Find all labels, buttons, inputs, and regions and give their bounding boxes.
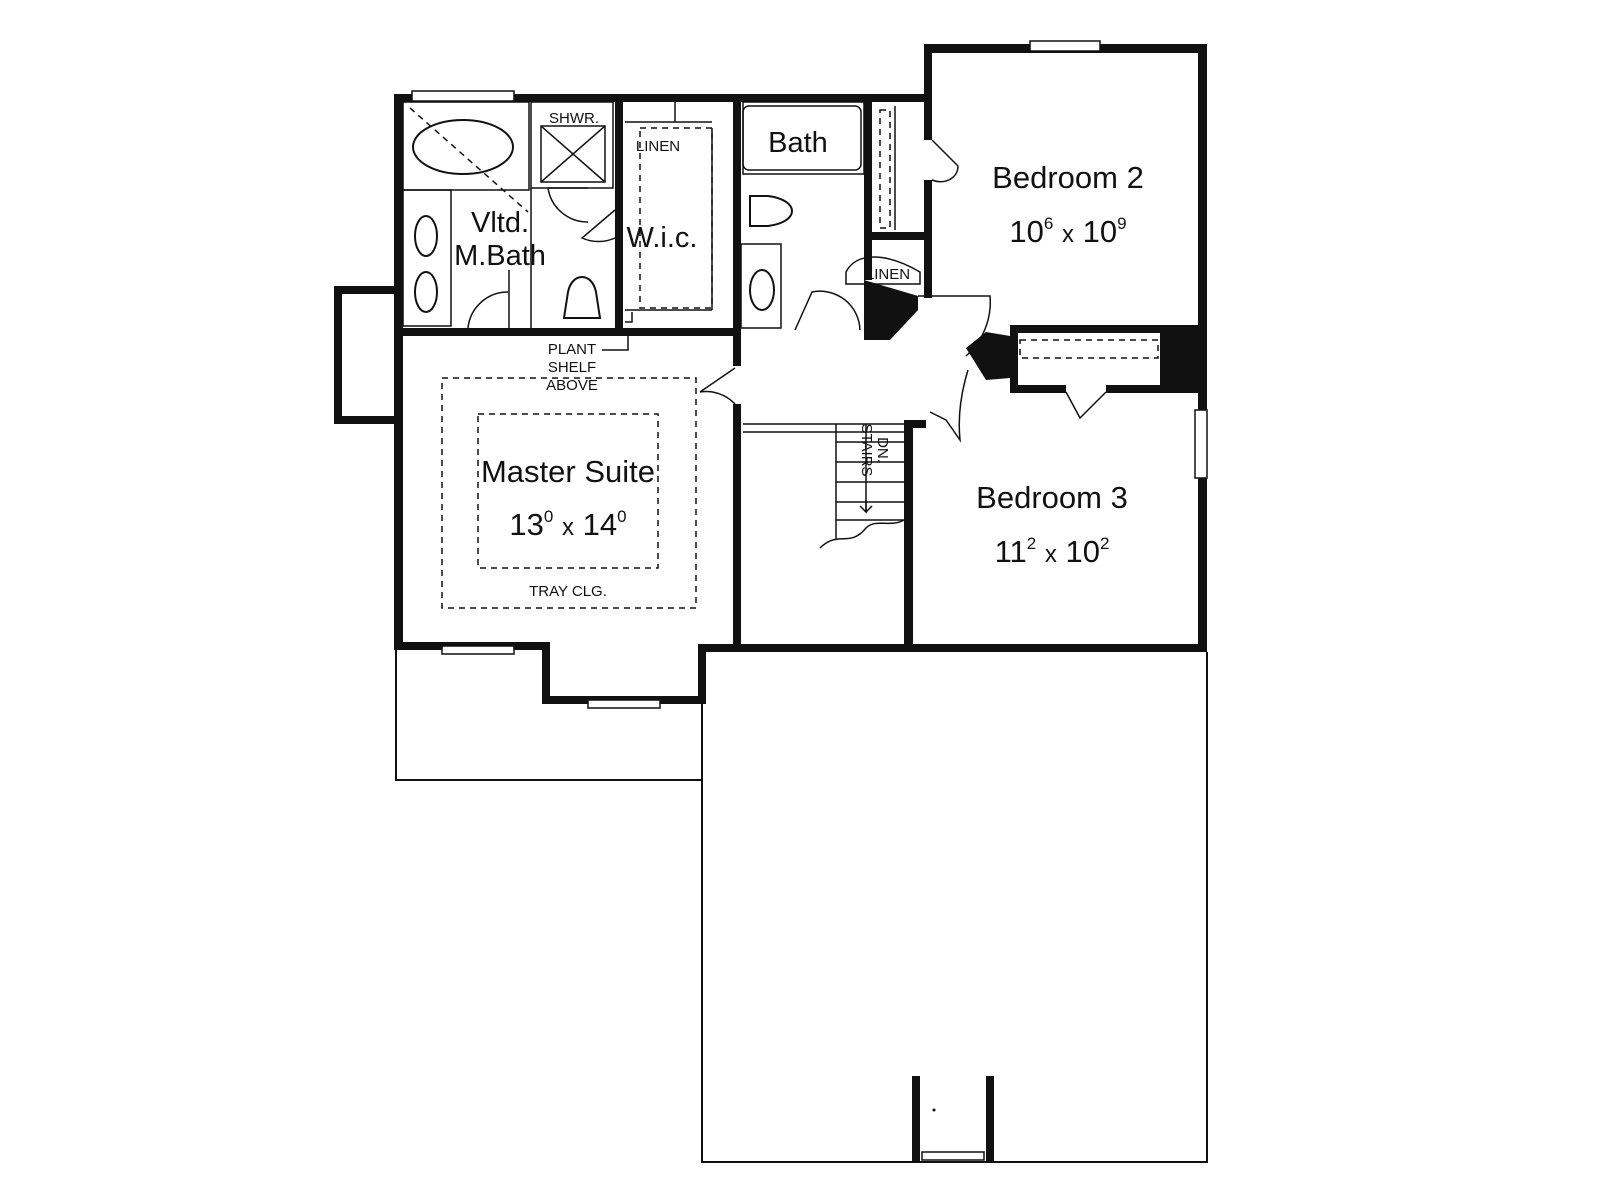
tray-ceiling-label: TRAY CLG. <box>529 583 607 600</box>
bath-label: Bath <box>768 127 828 159</box>
plant-shelf-line3: ABOVE <box>546 377 598 394</box>
exterior-walls <box>334 44 1207 704</box>
sink-icon <box>749 269 775 311</box>
hall-bath-fixtures <box>740 101 865 331</box>
toilet-icon <box>749 195 793 227</box>
hall-closets <box>699 106 1159 443</box>
stairs-label-line2: DN. <box>874 437 891 463</box>
lower-level-outline <box>395 650 1208 1163</box>
sink-icon <box>414 271 438 313</box>
bedroom2-name: Bedroom 2 <box>992 160 1144 195</box>
master-suite-dims: 130 x 140 <box>509 507 626 542</box>
plant-shelf-line1: PLANT <box>548 341 596 358</box>
shower-label: SHWR. <box>549 110 599 127</box>
walk-in-closet <box>625 102 713 323</box>
wic-linen-label: LINEN <box>636 138 680 155</box>
ceiling-lines <box>441 377 697 609</box>
toilet-icon <box>562 276 602 319</box>
bedroom3-name: Bedroom 3 <box>976 480 1128 515</box>
tub-icon <box>412 119 514 175</box>
room-labels: Vltd. M.Bath W.i.c. Bath SHWR. LINEN LIN… <box>454 110 1144 600</box>
master-bath-label-line1: Vltd. <box>471 207 529 239</box>
stairs <box>743 423 905 549</box>
bedroom3-dims: 112 x 102 <box>995 534 1110 569</box>
stairs-label-line1: STAIRS <box>858 423 875 476</box>
wic-label: W.i.c. <box>627 222 698 254</box>
master-bath-fixtures <box>402 101 616 330</box>
hall-linen-label: LINEN <box>866 266 910 283</box>
plant-shelf-line2: SHELF <box>548 359 596 376</box>
windows <box>411 40 1208 709</box>
sink-icon <box>414 215 438 257</box>
master-suite-name: Master Suite <box>481 454 655 489</box>
master-bath-label-line2: M.Bath <box>454 240 546 272</box>
bedroom2-dims: 106 x 109 <box>1009 214 1126 249</box>
